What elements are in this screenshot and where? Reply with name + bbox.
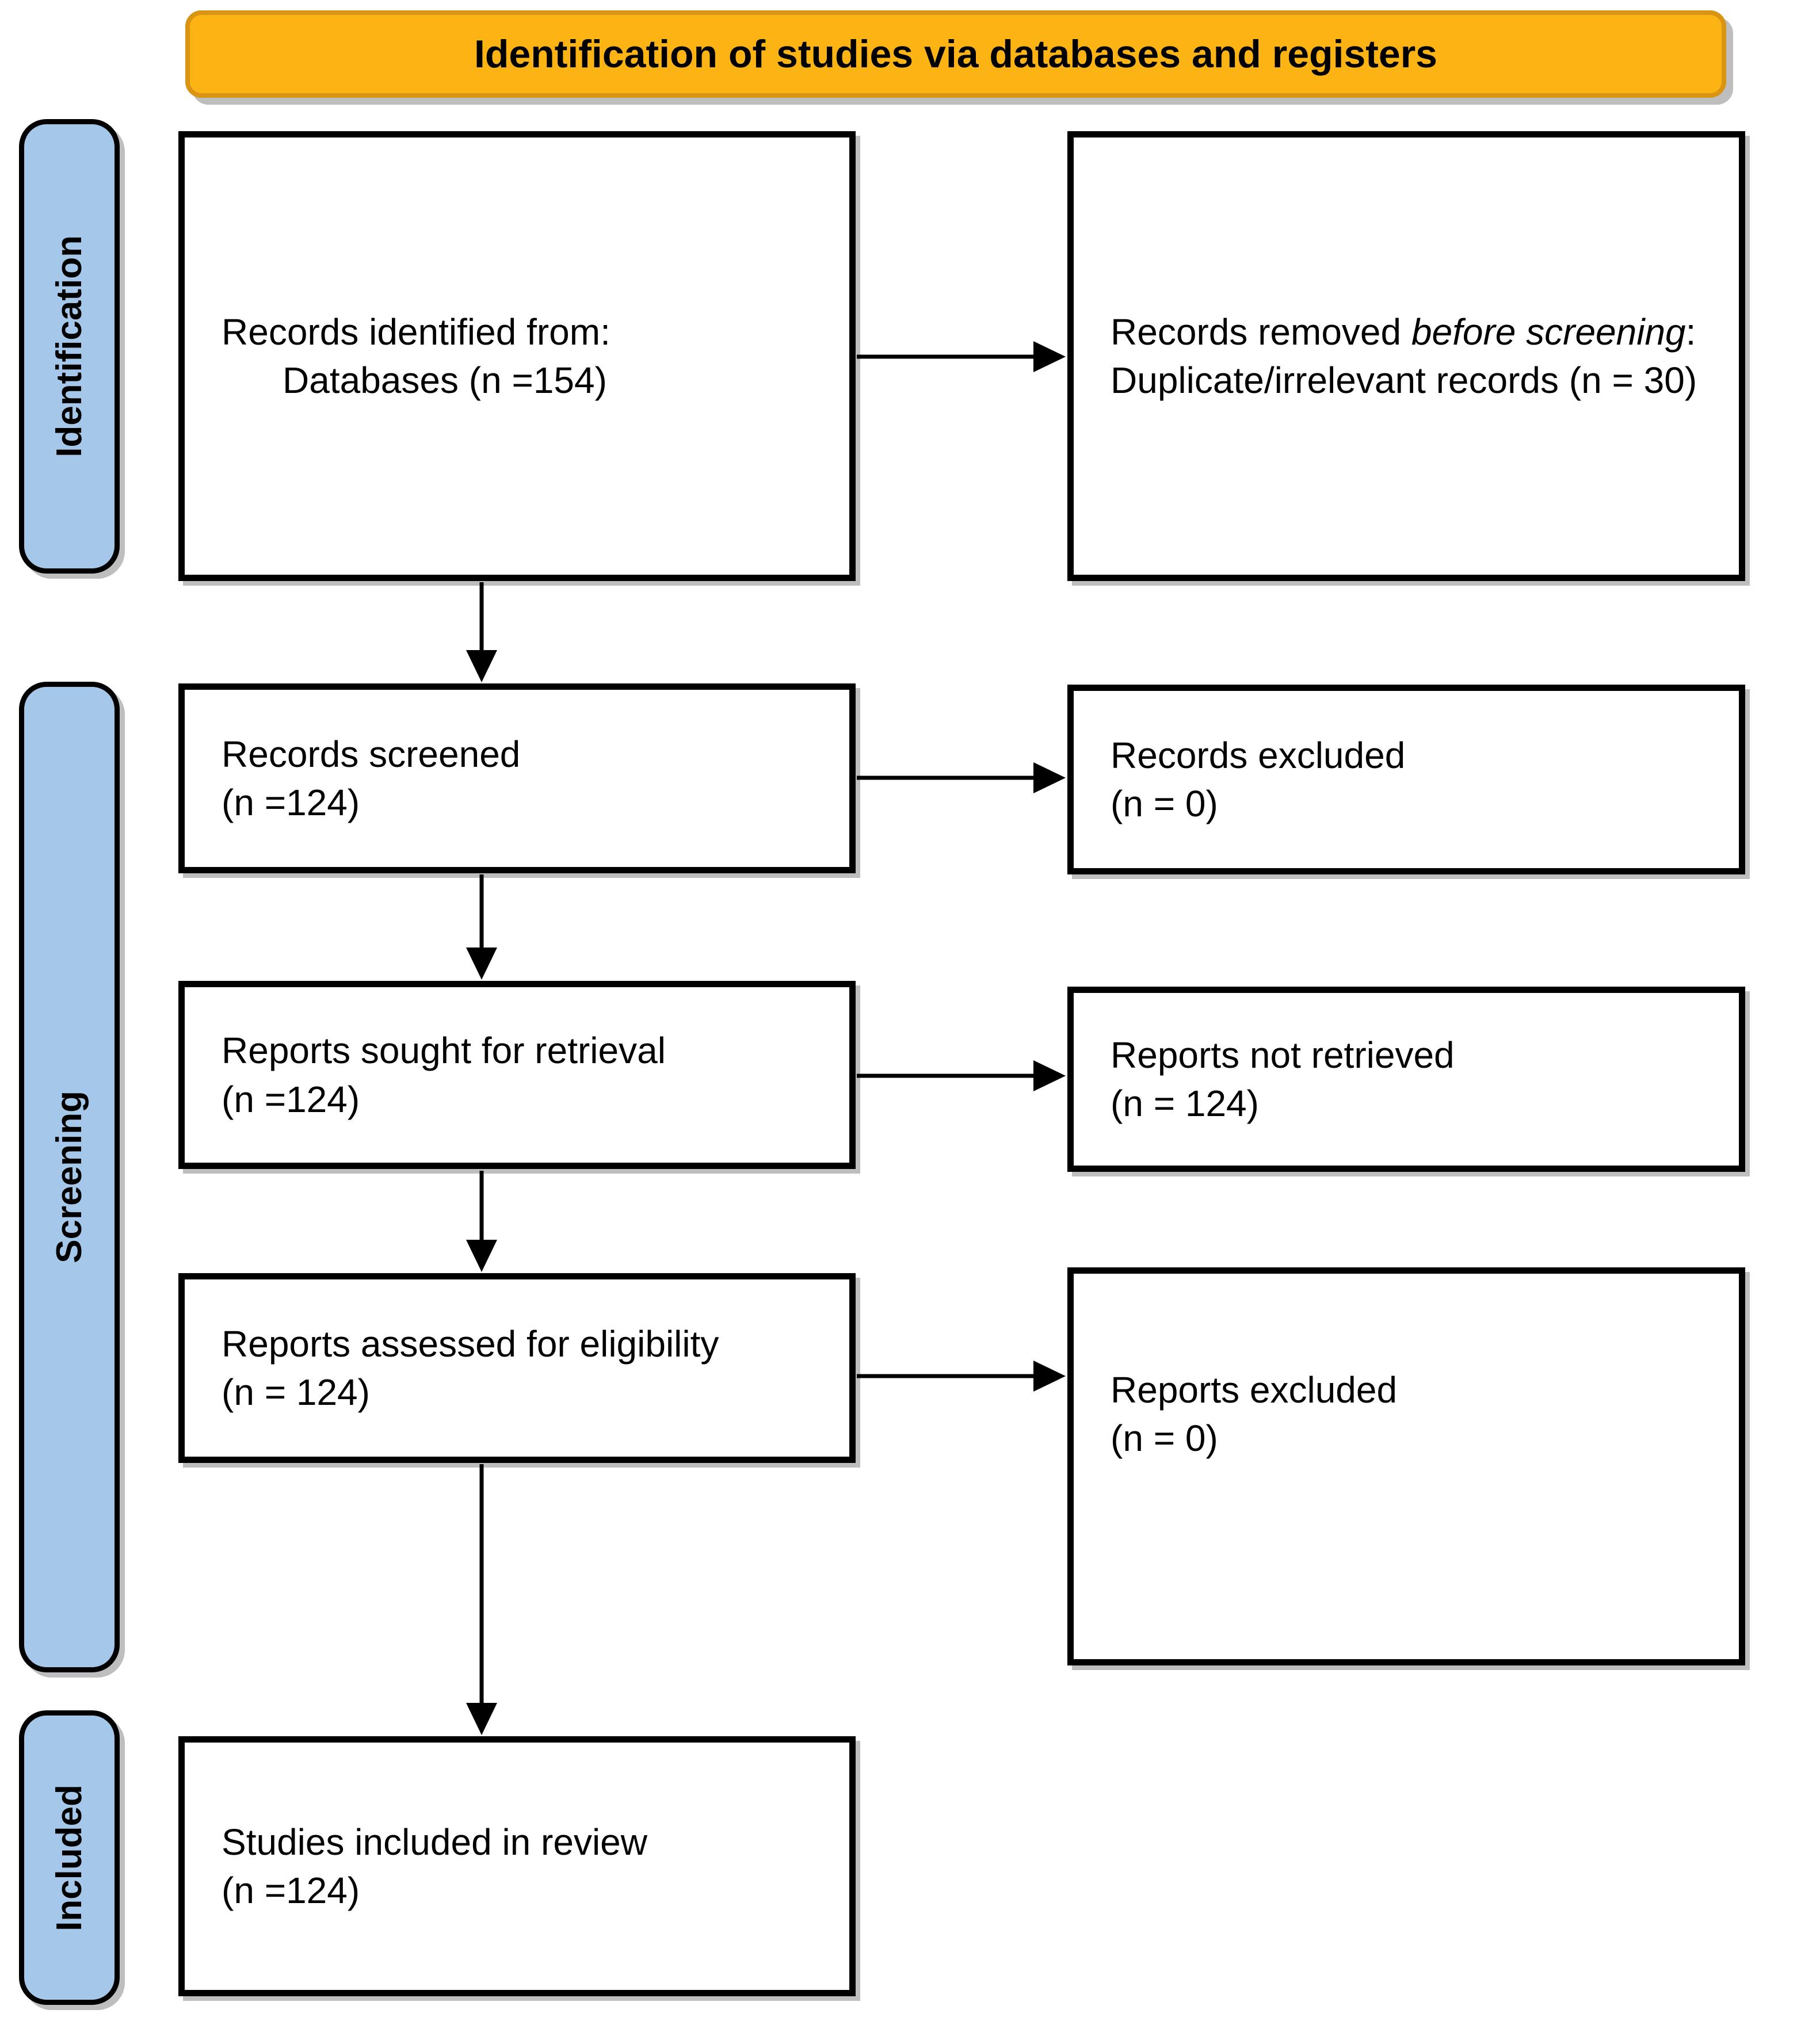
arrow-identified-to-removed [857,341,1066,372]
stage-label-identification: Identification [19,119,120,574]
studies-included-line2: (n =124) [222,1870,360,1911]
records-removed-line2: Duplicate/irrelevant records (n = 30) [1111,360,1697,401]
reports-not-retrieved-line2: (n = 124) [1111,1083,1259,1124]
stage-text-screening: Screening [49,1091,89,1263]
box-records-removed: Records removed before screening: Duplic… [1067,131,1745,581]
stage-text-identification: Identification [49,235,89,457]
studies-included-line1: Studies included in review [222,1821,647,1863]
box-records-excluded: Records excluded (n = 0) [1067,685,1745,874]
arrow-sought-to-assessed [466,1171,497,1272]
box-reports-assessed: Reports assessed for eligibility (n = 12… [178,1273,856,1463]
arrow-sought-to-not-retrieved [857,1060,1066,1091]
box-records-screened: Records screened (n =124) [178,683,856,873]
box-reports-sought: Reports sought for retrieval (n =124) [178,981,856,1169]
header-title: Identification of studies via databases … [474,32,1438,76]
records-identified-line1: Records identified from: [222,311,611,353]
reports-excluded-line2: (n = 0) [1111,1418,1218,1460]
records-removed-line1: Records removed before screening: [1111,311,1696,353]
records-identified-line2: Databases (n =154) [283,360,607,401]
records-screened-line1: Records screened [222,733,521,775]
records-excluded-line2: (n = 0) [1111,783,1218,824]
reports-not-retrieved-line1: Reports not retrieved [1111,1034,1455,1076]
box-studies-included: Studies included in review (n =124) [178,1736,856,1996]
stage-label-screening: Screening [19,682,120,1672]
stage-text-included: Included [49,1784,89,1931]
box-records-identified: Records identified from: Databases (n =1… [178,131,856,581]
box-reports-excluded: Reports excluded (n = 0) [1067,1267,1745,1665]
arrow-screened-to-sought [466,874,497,980]
reports-excluded-line1: Reports excluded [1111,1369,1398,1411]
stage-label-included: Included [19,1710,120,2005]
reports-sought-line2: (n =124) [222,1078,360,1120]
box-reports-not-retrieved: Reports not retrieved (n = 124) [1067,987,1745,1172]
reports-assessed-line1: Reports assessed for eligibility [222,1323,719,1365]
records-excluded-line1: Records excluded [1111,734,1406,776]
arrow-assessed-to-reports-excluded [857,1361,1066,1392]
records-screened-line2: (n =124) [222,782,360,823]
arrow-assessed-to-included [466,1464,497,1735]
records-removed-italic: before screening [1411,311,1686,353]
arrow-screened-to-excluded [857,762,1066,793]
reports-sought-line1: Reports sought for retrieval [222,1030,666,1072]
reports-assessed-line2: (n = 124) [222,1371,370,1413]
arrow-identified-to-screened [466,582,497,682]
header-banner: Identification of studies via databases … [185,10,1726,98]
